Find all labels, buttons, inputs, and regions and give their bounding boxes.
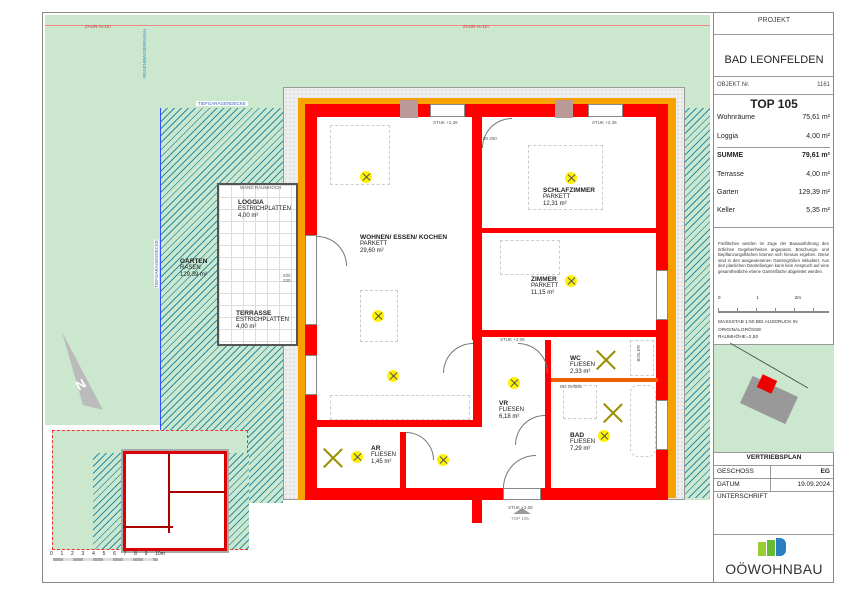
wardrobe: [500, 240, 560, 275]
room-height: RAUMHÖHE=2,50: [718, 335, 759, 340]
stuk-label: STUK +2,36: [592, 120, 617, 125]
entrance-door[interactable]: [503, 488, 541, 500]
dining-table: [360, 290, 398, 342]
loggia-terrace-area: [217, 183, 298, 346]
patio-door[interactable]: [305, 235, 317, 325]
site-location-map: [714, 342, 834, 452]
fence-label: ZAUN H=1m: [85, 24, 111, 29]
ceiling-light-icon: [360, 171, 372, 183]
boiler: [630, 340, 654, 376]
kitchen-counter: [330, 395, 470, 420]
ventilation-icon: [593, 347, 619, 373]
scale-bar: [718, 308, 829, 313]
project-label: PROJEKT: [757, 17, 791, 24]
bathtub: [630, 385, 656, 457]
wall-south: [305, 488, 668, 500]
bed: [528, 145, 603, 210]
title-block: PROJEKT BAD LEONFELDEN OBJEKT Nr.1161 TO…: [713, 12, 834, 583]
fence-line: [45, 25, 710, 26]
scale-text: MASSSTAB 1:50 BEI AUSDRUCK IN ORIGINALGR…: [718, 320, 798, 333]
door-dim: 80 200: [483, 136, 497, 141]
project-name: BAD LEONFELDEN: [724, 54, 824, 66]
drain-label: REGENWASSERKANAL: [142, 28, 147, 79]
wall-label: WAND RAUMHOCH: [240, 185, 282, 190]
object-number-row: OBJEKT Nr.1161: [717, 82, 830, 88]
north-arrow-icon: [62, 332, 103, 410]
ceiling-light-icon: [565, 172, 577, 184]
ceiling-light-icon: [565, 275, 577, 287]
stuk-label: STUK +2,08: [500, 337, 525, 342]
plan-type: VERTRIEBSPLAN: [746, 454, 802, 461]
ceiling-light-icon: [351, 451, 363, 463]
garden-note: Freiflächen werden im Zuge der Bauausfüh…: [718, 241, 829, 274]
drawing-frame: [42, 12, 834, 583]
fence-label-2: ZAUN H=1m: [463, 24, 489, 29]
shower-label: DU Gefälle: [560, 384, 583, 389]
ventilation-icon: [320, 445, 346, 471]
ventilation-icon: [600, 400, 626, 426]
ceiling-light-icon: [508, 377, 520, 389]
window-north-1[interactable]: [430, 104, 465, 117]
garage-roof-label: TIEFGARAGENDECKE: [196, 101, 248, 106]
boiler-label: BOILER: [636, 345, 641, 362]
column: [400, 100, 418, 118]
logo-text: OÖWOHNBAU: [725, 561, 823, 577]
window-bath[interactable]: [656, 400, 668, 450]
column-2: [555, 100, 573, 118]
stuk-label: STUK +2,36: [433, 120, 458, 125]
ceiling-light-icon: [598, 430, 610, 442]
shower: [563, 385, 597, 419]
garage-roof-label-vertical: TIEFGARAGENDECKE: [154, 240, 159, 288]
ceiling-light-icon: [372, 310, 384, 322]
window-dim: 200 230: [283, 273, 291, 283]
entrance-label: TOP 105: [511, 516, 529, 521]
signature-label: UNTERSCHRIFT: [717, 493, 768, 500]
mini-site-plan: [52, 430, 249, 553]
wall-north: [305, 104, 668, 117]
mini-scale-bar: [53, 558, 158, 561]
entrance-arrow-icon: [513, 508, 531, 514]
ceiling-light-icon: [437, 454, 449, 466]
stuk-label: STUK +2,08: [508, 505, 533, 510]
unit-title: TOP 105: [750, 97, 798, 111]
furniture: [330, 125, 390, 185]
window-north-2[interactable]: [588, 104, 623, 117]
door-opening: [482, 337, 512, 343]
window-east[interactable]: [656, 270, 668, 320]
ceiling-light-icon: [387, 370, 399, 382]
logo-icon: [758, 538, 788, 558]
window-west[interactable]: [305, 355, 317, 395]
